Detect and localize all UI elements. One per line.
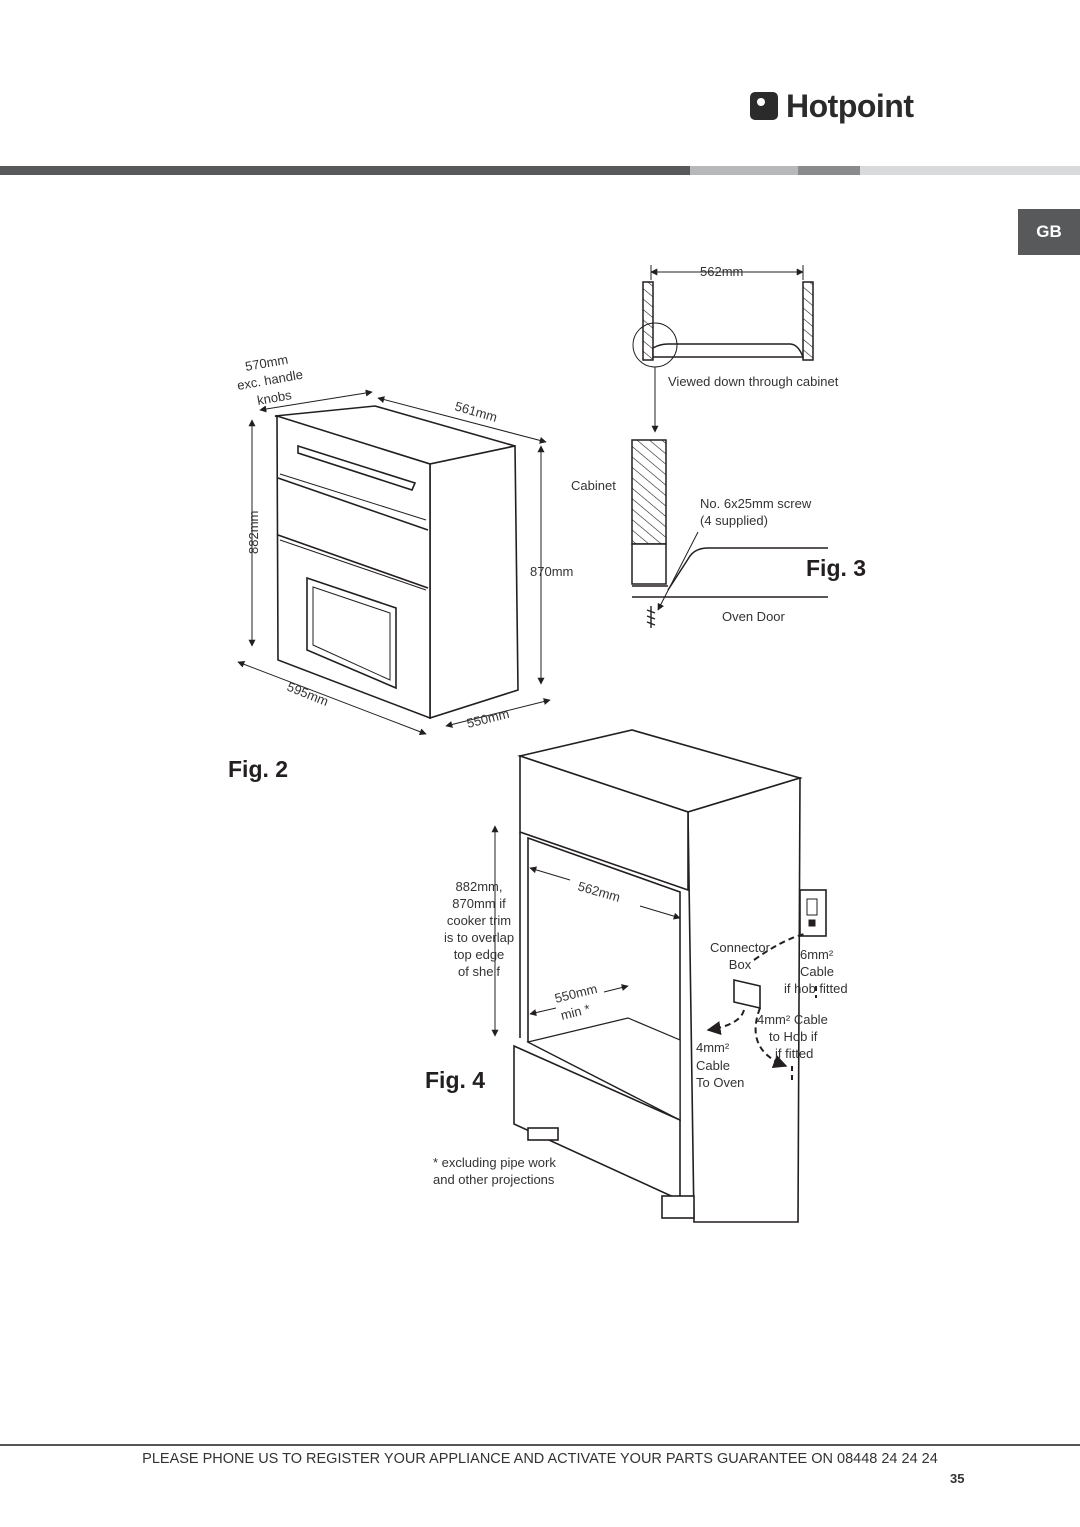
height-note-line: is to overlap xyxy=(444,930,514,945)
height-note-line: 870mm if xyxy=(452,896,506,911)
fig2-dimension-lines xyxy=(237,389,551,736)
connector-label: Box xyxy=(729,957,752,972)
dim-882-label: 882mm xyxy=(246,511,261,554)
cabinet-label: Cabinet xyxy=(571,478,616,493)
fig3-drawing xyxy=(631,265,828,628)
footnote-line: * excluding pipe work xyxy=(433,1155,556,1170)
housing-foot xyxy=(661,1195,695,1219)
cable-6-label: if hob fitted xyxy=(784,981,848,996)
fig3-labels: 562mm Viewed down through cabinet Cabine… xyxy=(571,264,866,624)
dim-561-label: 561mm xyxy=(453,398,499,424)
socket-outlet xyxy=(808,919,816,927)
oven-front-face xyxy=(276,414,431,720)
cable-6-label: 6mm² xyxy=(800,947,834,962)
header-bar-segment-pale xyxy=(860,166,1080,175)
door-label: Oven Door xyxy=(722,609,786,624)
cabinet-wall-left xyxy=(642,281,654,361)
dim-550-label: 550mm xyxy=(465,706,511,731)
brand-logo: Hotpoint xyxy=(750,86,914,126)
dim-562-line-right xyxy=(639,905,681,920)
dim-562-label: 562mm xyxy=(700,264,743,279)
fig4-labels: 882mm, 870mm if cooker trim is to overla… xyxy=(425,878,848,1187)
dim-562-line-left xyxy=(529,866,571,881)
cable-6mm xyxy=(753,933,805,961)
dim-570-label: 570mm xyxy=(244,352,289,374)
dim-595-label: 595mm xyxy=(285,679,331,709)
brand-name: Hotpoint xyxy=(786,87,914,124)
dim-561-line xyxy=(377,396,547,444)
cavity-shelf xyxy=(526,1017,681,1121)
dim-570-line xyxy=(259,389,373,413)
cable-4-oven-label: Cable xyxy=(696,1058,730,1073)
cable-4-hob-label: to Hob if xyxy=(769,1029,818,1044)
cable-4-oven-label: 4mm² xyxy=(696,1040,730,1055)
cable-4-hob-label: 4mm² Cable xyxy=(757,1012,828,1027)
screw-label: No. 6x25mm screw xyxy=(700,496,812,511)
cabinet-side-section xyxy=(631,439,667,545)
oven-panel-line xyxy=(277,477,429,531)
screw-icon xyxy=(646,606,656,628)
cable-4mm-hob xyxy=(754,1007,788,1069)
header-bar-segment-dark xyxy=(0,166,690,175)
fig4-caption: Fig. 4 xyxy=(425,1067,485,1093)
cable-6-label: Cable xyxy=(800,964,834,979)
fig3-caption: Fig. 3 xyxy=(806,555,866,581)
housing-foot xyxy=(527,1127,559,1141)
footer-guarantee-text: PLEASE PHONE US TO REGISTER YOUR APPLIAN… xyxy=(142,1451,938,1467)
height-note-line: of shelf xyxy=(458,964,500,979)
height-note-line: cooker trim xyxy=(447,913,511,928)
header-bar-segment-mid xyxy=(798,166,860,175)
country-tab: GB xyxy=(1018,209,1080,255)
dim-550-min: min * xyxy=(559,1001,591,1023)
fig4-drawing xyxy=(513,729,827,1223)
oven-door-profile xyxy=(667,547,828,591)
cable-4mm-oven xyxy=(706,1009,745,1035)
installation-diagrams: 570mm exc. handle knobs 561mm 882mm 870m… xyxy=(228,264,866,1223)
upper-door-handle xyxy=(297,444,417,491)
upper-door-edge xyxy=(279,473,427,521)
housing-top-front xyxy=(519,754,689,892)
header-bar-segment-light xyxy=(690,166,798,175)
socket-switch xyxy=(806,898,818,916)
dim-595-line xyxy=(237,660,427,736)
height-note-line: top edge xyxy=(454,947,505,962)
view-note: Viewed down through cabinet xyxy=(668,374,839,389)
lower-door-edge xyxy=(279,539,427,591)
fig2-oven-drawing xyxy=(274,405,519,720)
cabinet-block xyxy=(631,543,667,585)
fig2-caption: Fig. 2 xyxy=(228,756,288,782)
screw-qty: (4 supplied) xyxy=(700,513,768,528)
dim-870-label: 870mm xyxy=(530,564,573,579)
dim-550-line xyxy=(445,698,551,728)
page-number: 35 xyxy=(950,1471,965,1486)
connector-label: Connector xyxy=(710,940,771,955)
oven-side-face xyxy=(429,445,519,720)
dim-570-note2: knobs xyxy=(256,387,293,408)
footer-rule xyxy=(0,1444,1080,1446)
fig4-dimension-lines xyxy=(491,825,817,1080)
dim-550-line-right xyxy=(603,984,629,993)
logo-mark-icon xyxy=(750,92,778,120)
cable-4-hob-label: if fitted xyxy=(775,1046,813,1061)
dim-550-line-left xyxy=(529,1007,557,1016)
height-note-line: 882mm, xyxy=(456,879,503,894)
cabinet-wall-right xyxy=(802,281,814,361)
cable-4-oven-label: To Oven xyxy=(696,1075,744,1090)
footnote-line: and other projections xyxy=(433,1172,555,1187)
screw-pointer xyxy=(657,531,699,611)
oven-panel-line xyxy=(277,534,429,589)
header-color-bar xyxy=(0,166,1080,175)
oven-plan-outline xyxy=(652,343,805,358)
